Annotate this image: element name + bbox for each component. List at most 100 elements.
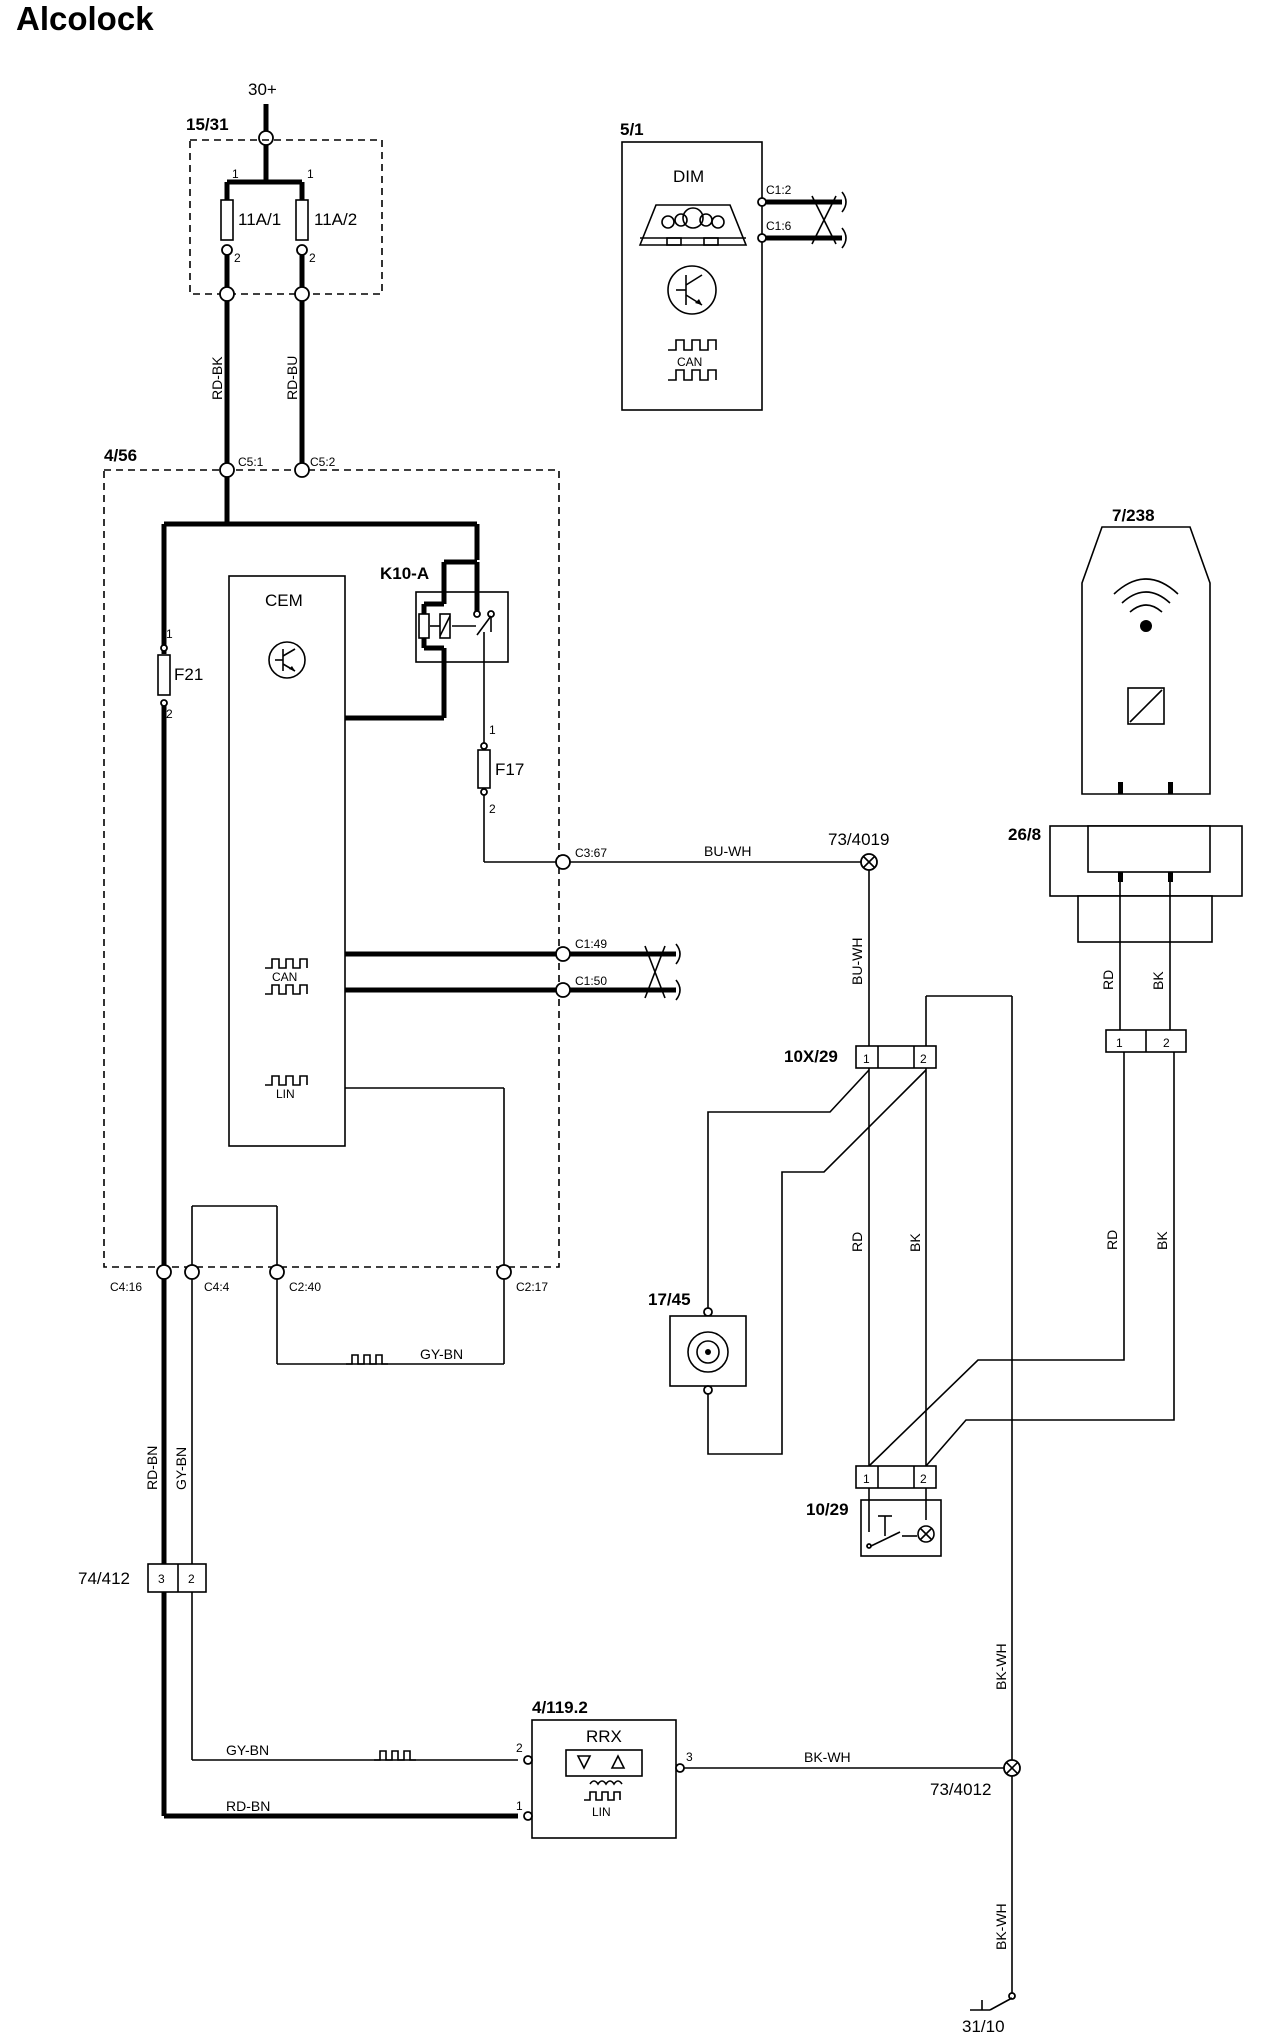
wire-bu-wh-vert: BU-WH bbox=[849, 938, 865, 985]
sensor-icon bbox=[1127, 687, 1165, 725]
connector-c2-40: C2:40 bbox=[289, 1280, 321, 1294]
wire-rd-10x: RD bbox=[849, 1232, 865, 1252]
rrx-name: RRX bbox=[586, 1727, 622, 1746]
wire-bu-wh-horiz: BU-WH bbox=[704, 843, 751, 859]
pin-label: 1 bbox=[489, 723, 496, 737]
pin-label: 2 bbox=[188, 1572, 195, 1586]
connector-74-412: 74/412 3 2 bbox=[78, 1563, 207, 1593]
wire-gy-bn-horiz: GY-BN bbox=[226, 1742, 269, 1758]
wire-rd-bk: RD-BK bbox=[209, 356, 225, 400]
supply-label: 30+ bbox=[248, 80, 277, 99]
dim-pin-c1-2: C1:2 bbox=[766, 183, 792, 197]
wire-bk-holder: BK bbox=[1150, 971, 1166, 990]
fuse-11a1-label: 11A/1 bbox=[238, 210, 281, 229]
pin-label: 1 bbox=[166, 627, 173, 641]
pin-label: 1 bbox=[232, 167, 239, 181]
fuse-f17 bbox=[477, 749, 491, 789]
wire-bk-wh-horiz: BK-WH bbox=[804, 1749, 851, 1765]
lamp-icon bbox=[917, 1525, 935, 1543]
supply-terminal bbox=[258, 130, 274, 146]
pin-label: 2 bbox=[234, 251, 241, 265]
connector-10x29-id: 10X/29 bbox=[784, 1047, 838, 1066]
pin-label: 2 bbox=[920, 1472, 927, 1486]
ground-label: 31/10 bbox=[962, 2017, 1005, 2036]
cem-box: 4/56 C5:1 C5:2 1 2 F21 CEM CAN bbox=[103, 446, 560, 1268]
wire-bk-wh-lower: BK-WH bbox=[993, 1903, 1009, 1950]
rrx-id: 4/119.2 bbox=[532, 1698, 588, 1717]
fuse-11a2-label: 11A/2 bbox=[314, 210, 357, 229]
wire-rd-holder-low: RD bbox=[1104, 1230, 1120, 1250]
wire-gy-bn-vert: GY-BN bbox=[173, 1447, 189, 1490]
pin-label: 1 bbox=[863, 1052, 870, 1066]
buzzer-id: 17/45 bbox=[648, 1290, 691, 1309]
fuse-f21-label: F21 bbox=[174, 665, 203, 684]
lin-pulse-icon bbox=[346, 1354, 388, 1365]
handset-id: 7/238 bbox=[1112, 506, 1155, 525]
dim-pin-c1-6: C1:6 bbox=[766, 219, 792, 233]
wire-bk-holder-low: BK bbox=[1154, 1231, 1170, 1250]
relay-k10a-label: K10-A bbox=[380, 564, 429, 583]
fuse-f21 bbox=[157, 654, 171, 696]
splice-73-4019: 73/4019 bbox=[828, 830, 889, 871]
fuse-11a1 bbox=[220, 199, 234, 241]
supply-group: 30+ bbox=[248, 80, 277, 146]
pin-label: 1 bbox=[307, 167, 314, 181]
fuse-f17-label: F17 bbox=[495, 760, 524, 779]
wire-rd-bu: RD-BU bbox=[284, 356, 300, 400]
cem-lin-pulse-icon bbox=[265, 1075, 308, 1086]
fuse-11a2 bbox=[295, 199, 309, 241]
buzzer-icon bbox=[687, 1331, 729, 1373]
fusebox-15-31: 15/31 1 1 11A/1 11A/2 2 2 bbox=[186, 115, 383, 302]
fusebox-id: 15/31 bbox=[186, 115, 229, 134]
wire-bk-wh-upper: BK-WH bbox=[993, 1643, 1009, 1690]
cem-transistor-icon bbox=[268, 641, 306, 679]
wireless-icon bbox=[1113, 578, 1179, 632]
pin-label: 3 bbox=[686, 1750, 693, 1764]
dim-module: 5/1 DIM CAN C1:2 bbox=[620, 120, 847, 411]
pin-label: 3 bbox=[158, 1572, 165, 1586]
pin-label: 2 bbox=[920, 1052, 927, 1066]
dashboard-icon bbox=[638, 204, 748, 246]
pin-label: 2 bbox=[1163, 1036, 1170, 1050]
rrx-module: 4/119.2 2 1 3 RRX LIN bbox=[516, 1698, 693, 1839]
connector-c3-67: C3:67 bbox=[575, 846, 607, 860]
ground-symbol: 31/10 bbox=[962, 1992, 1016, 2036]
splice-73-4019-label: 73/4019 bbox=[828, 830, 889, 849]
connector-c2-17: C2:17 bbox=[516, 1280, 548, 1294]
rrx-lin-label: LIN bbox=[592, 1805, 611, 1819]
pin-label: 1 bbox=[516, 1799, 523, 1813]
switch-id: 10/29 bbox=[806, 1500, 849, 1519]
pin-label: 1 bbox=[1116, 1036, 1123, 1050]
holder-id: 26/8 bbox=[1008, 825, 1041, 844]
wire-bk-10x: BK bbox=[907, 1233, 923, 1252]
dim-can-label: CAN bbox=[677, 355, 702, 369]
splice-73-4012: 73/4012 bbox=[930, 1759, 1021, 1799]
switch-10-29: 1 2 10/29 bbox=[806, 1465, 942, 1557]
splice-73-4012-label: 73/4012 bbox=[930, 1780, 991, 1799]
pin-label: 2 bbox=[489, 802, 496, 816]
connector-c5-1: C5:1 bbox=[238, 455, 264, 469]
cem-can-pulse-icon bbox=[265, 958, 308, 969]
cem-name: CEM bbox=[265, 591, 303, 610]
connector-c4-4: C4:4 bbox=[204, 1280, 230, 1294]
wire-rd-bn-vert: RD-BN bbox=[144, 1446, 160, 1490]
connector-10x29: 10X/29 1 2 bbox=[784, 1045, 937, 1069]
pin-label: 2 bbox=[309, 251, 316, 265]
holder-26-8: 26/8 bbox=[1008, 825, 1243, 943]
buzzer-17-45: 17/45 bbox=[648, 1290, 747, 1395]
diagram-title: Alcolock bbox=[16, 0, 154, 37]
transistor-icon bbox=[667, 265, 717, 315]
pin-label: 1 bbox=[863, 1472, 870, 1486]
wire-rd-holder: RD bbox=[1100, 970, 1116, 990]
pin-label: 2 bbox=[516, 1741, 523, 1755]
cem-can-label: CAN bbox=[272, 970, 297, 984]
cem-box-id: 4/56 bbox=[104, 446, 137, 465]
dim-id: 5/1 bbox=[620, 120, 644, 139]
remote-receiver-icon bbox=[565, 1749, 643, 1786]
wire-rd-bn-horiz: RD-BN bbox=[226, 1798, 270, 1814]
connector-74-412-id: 74/412 bbox=[78, 1569, 130, 1588]
connector-c5-2: C5:2 bbox=[310, 455, 336, 469]
wire-gy-bn-loop: GY-BN bbox=[420, 1346, 463, 1362]
connector-c4-16: C4:16 bbox=[110, 1280, 142, 1294]
cem-lin-label: LIN bbox=[276, 1087, 295, 1101]
